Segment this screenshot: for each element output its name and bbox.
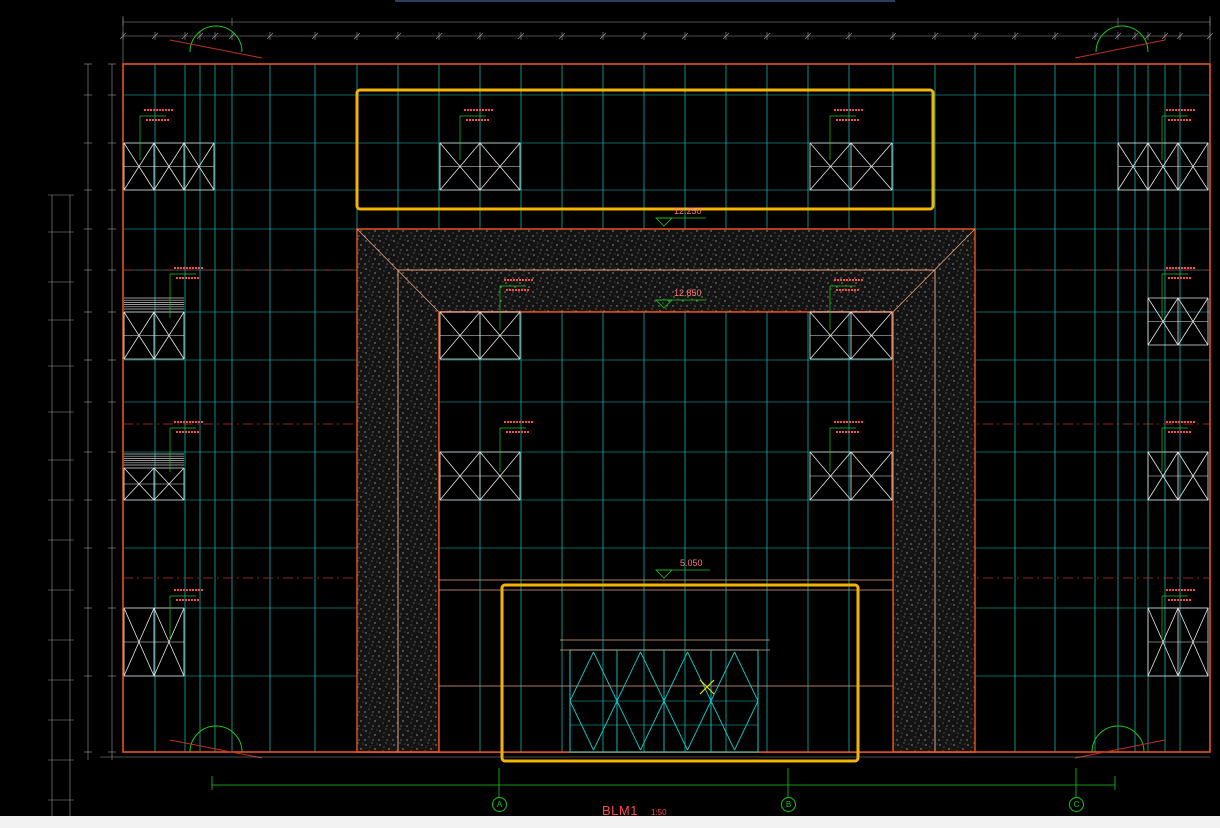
elevation-label-roof: 12.250 — [674, 206, 702, 216]
left-dimension-chains — [51, 64, 113, 816]
louver-panels — [124, 297, 184, 466]
top-dimension-chains — [122, 16, 1211, 64]
corner-arc-symbols — [169, 25, 1166, 759]
top-scroll-indicator — [395, 0, 895, 2]
bottom-status-strip — [0, 816, 1220, 828]
cursor-crosshair — [699, 679, 715, 695]
portal-opening — [438, 311, 894, 753]
window-panels — [123, 142, 1209, 677]
bottom-axis-dimension — [100, 756, 1210, 798]
elevation-label-portal: 12.850 — [674, 288, 702, 298]
entrance-door[interactable] — [560, 639, 770, 753]
portal-inner-grid — [439, 312, 893, 752]
elevation-symbols — [655, 217, 710, 579]
axis-marker-c[interactable]: C — [1069, 797, 1084, 812]
highlight-box-upper[interactable] — [355, 88, 935, 211]
drawing-scale: 1:50 — [651, 808, 667, 817]
drawing-title: BLM1 — [602, 803, 638, 818]
top-dimension-ticks — [119, 18, 1214, 40]
annotation-notes — [139, 109, 1196, 640]
axis-marker-b[interactable]: B — [781, 797, 796, 812]
elevation-label-canopy: 5.050 — [680, 558, 703, 568]
left-dimension-ticks — [48, 63, 116, 801]
highlight-box-entrance[interactable] — [500, 583, 860, 763]
axis-marker-a[interactable]: A — [492, 797, 507, 812]
